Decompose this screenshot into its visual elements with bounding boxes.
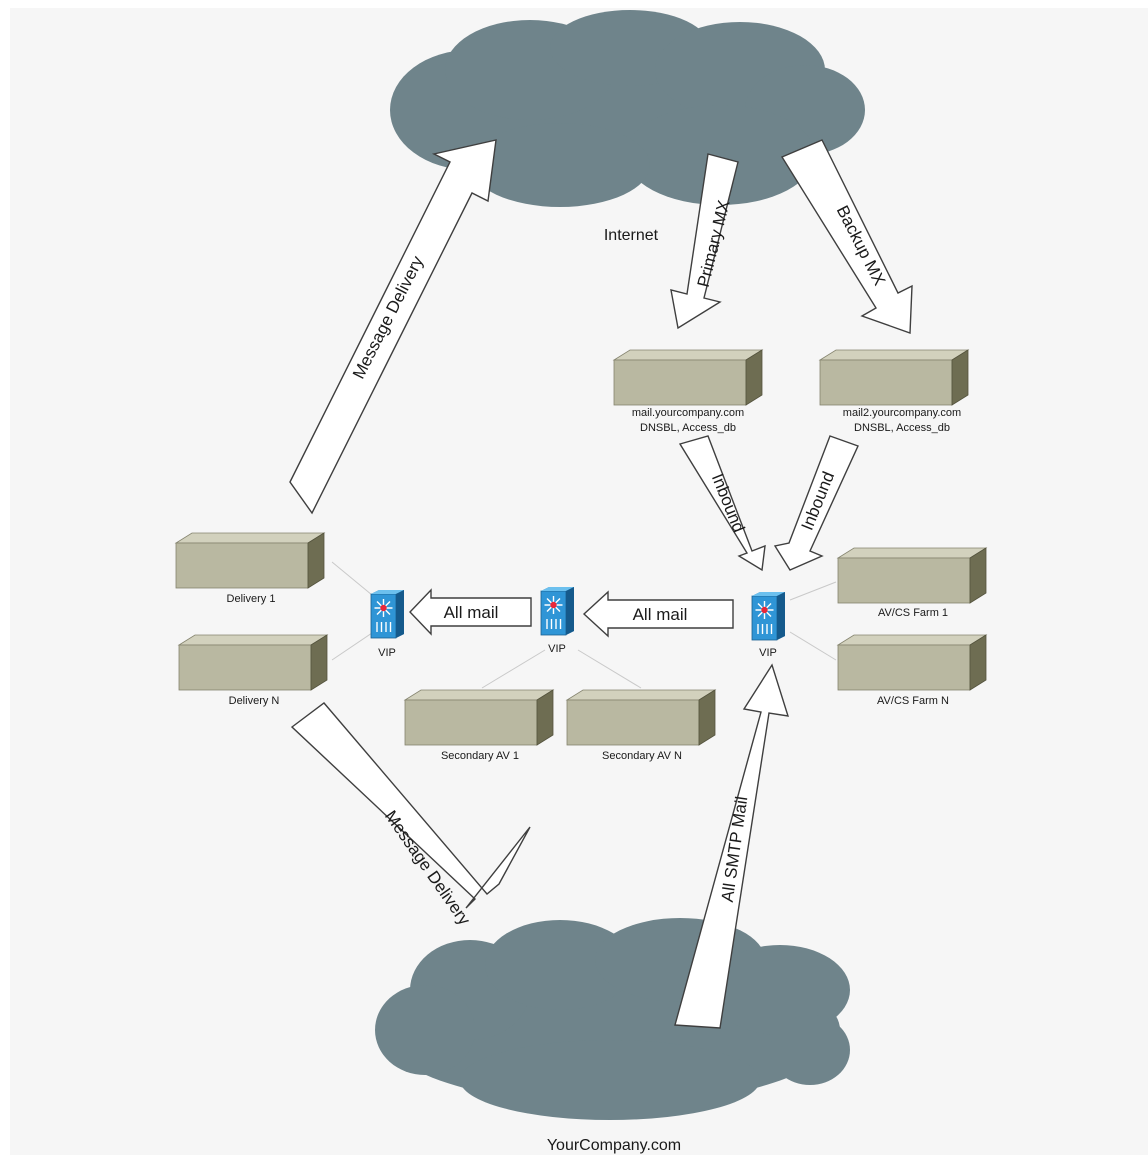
svg-text:DNSBL, Access_db: DNSBL, Access_db [640,422,736,434]
all-mail-1-arrow: All mail [409,588,532,636]
svg-text:Delivery N: Delivery N [229,695,280,707]
server-secondary-av-1: Secondary AV 1 [404,689,554,762]
svg-text:AV/CS Farm N: AV/CS Farm N [877,695,949,707]
server-mx1: mail.yourcompany.com DNSBL, Access_db [613,349,763,434]
internet-label: Internet [604,227,659,244]
svg-text:AV/CS Farm 1: AV/CS Farm 1 [878,607,948,619]
svg-text:Message Delivery: Message Delivery [349,253,427,382]
svg-text:Secondary AV N: Secondary AV N [602,750,682,762]
server-delivery-n: Delivery N [178,634,328,707]
svg-text:Inbound: Inbound [708,471,749,535]
vip-switch-left: VIP [370,589,405,659]
svg-text:VIP: VIP [378,647,396,659]
svg-text:mail.yourcompany.com: mail.yourcompany.com [632,407,744,419]
svg-text:Delivery 1: Delivery 1 [227,593,276,605]
inbound-2-arrow: Inbound [773,435,859,571]
server-mx2: mail2.yourcompany.com DNSBL, Access_db [819,349,969,434]
vip-switch-middle: VIP [540,586,575,655]
svg-text:All mail: All mail [444,603,499,622]
company-cloud [375,918,850,1120]
internet-cloud [390,10,865,207]
svg-text:VIP: VIP [548,643,566,655]
server-avcs-farm-n: AV/CS Farm N [837,634,987,707]
svg-text:All mail: All mail [633,605,688,624]
inbound-1-arrow: Inbound [678,435,766,572]
svg-text:mail2.yourcompany.com: mail2.yourcompany.com [843,407,961,419]
server-avcs-farm-1: AV/CS Farm 1 [837,547,987,619]
svg-text:VIP: VIP [759,647,777,659]
company-label: YourCompany.com [547,1137,681,1154]
connector-lines [331,561,837,689]
all-mail-2-arrow: All mail [582,590,734,638]
server-delivery-1: Delivery 1 [175,532,325,605]
message-delivery-out-arrow: Message Delivery [289,139,497,515]
vip-switch-right: VIP [751,591,786,659]
server-secondary-av-n: Secondary AV N [566,689,716,762]
svg-text:Secondary AV 1: Secondary AV 1 [441,750,519,762]
svg-text:DNSBL, Access_db: DNSBL, Access_db [854,422,950,434]
backup-mx-arrow: Backup MX [780,139,913,334]
